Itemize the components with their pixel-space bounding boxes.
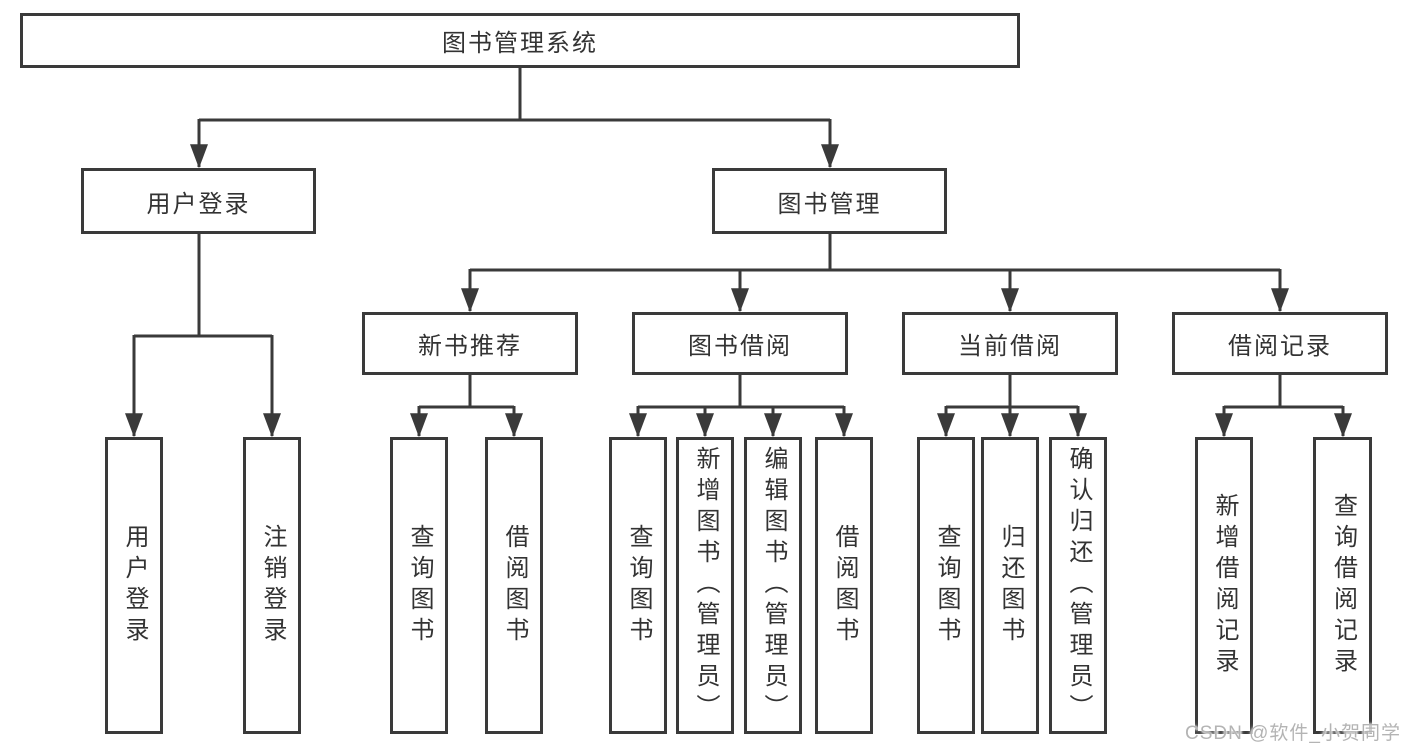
leaf-add-borrow-record-label: 新增借阅记录	[1211, 492, 1238, 679]
leaf-query-borrow-record: 查询借阅记录	[1313, 437, 1372, 734]
leaf-add-borrow-record: 新增借阅记录	[1195, 437, 1253, 734]
node-book-borrow-label: 图书借阅	[688, 333, 792, 360]
node-new-book-recommend-label: 新书推荐	[418, 333, 522, 360]
leaf-confirm-return-admin: 确认归还（管理员）	[1049, 437, 1107, 734]
node-borrow-records: 借阅记录	[1172, 312, 1388, 375]
csdn-watermark: CSDN @软件_小贺同学	[1185, 723, 1401, 744]
leaf-current-query-books-label: 查询图书	[933, 523, 960, 648]
leaf-query-borrow-record-label: 查询借阅记录	[1329, 492, 1357, 679]
node-book-management: 图书管理	[712, 168, 947, 234]
leaf-add-books-admin-label: 新增图书（管理员）	[692, 446, 719, 725]
leaf-edit-books-admin: 编辑图书（管理员）	[744, 437, 802, 734]
leaf-user-login: 用户登录	[105, 437, 163, 734]
leaf-return-books-label: 归还图书	[997, 523, 1024, 648]
leaf-borrow-books: 借阅图书	[815, 437, 873, 734]
node-current-borrow: 当前借阅	[902, 312, 1118, 375]
edges-book-mgmt-to-level3	[461, 234, 1289, 313]
leaf-logout: 注销登录	[243, 437, 301, 734]
leaf-confirm-return-admin-label: 确认归还（管理员）	[1065, 446, 1092, 725]
leaf-current-query-books: 查询图书	[917, 437, 975, 734]
node-new-book-recommend: 新书推荐	[362, 312, 578, 375]
edges-root-to-level2	[190, 68, 839, 169]
node-user-login-label: 用户登录	[146, 190, 251, 218]
leaf-borrow-books-label: 借阅图书	[831, 523, 858, 648]
edges-new-book-recommend-to-leaves	[410, 375, 523, 438]
node-root-label: 图书管理系统	[442, 30, 598, 57]
node-borrow-records-label: 借阅记录	[1228, 333, 1332, 360]
leaf-borrow-query-books-label: 查询图书	[625, 523, 652, 648]
node-book-management-label: 图书管理	[777, 190, 882, 218]
leaf-recommend-borrow-books-label: 借阅图书	[501, 523, 528, 648]
edges-user-login-to-leaves	[125, 234, 281, 438]
leaf-recommend-query-books-label: 查询图书	[406, 523, 433, 648]
node-root: 图书管理系统	[20, 13, 1020, 68]
leaf-borrow-query-books: 查询图书	[609, 437, 667, 734]
node-user-login: 用户登录	[81, 168, 316, 234]
leaf-logout-label: 注销登录	[259, 523, 286, 648]
leaf-recommend-borrow-books: 借阅图书	[485, 437, 543, 734]
node-book-borrow: 图书借阅	[632, 312, 848, 375]
node-current-borrow-label: 当前借阅	[958, 333, 1062, 360]
leaf-user-login-label: 用户登录	[121, 523, 148, 648]
leaf-return-books: 归还图书	[981, 437, 1039, 734]
leaf-edit-books-admin-label: 编辑图书（管理员）	[760, 446, 787, 725]
leaf-recommend-query-books: 查询图书	[390, 437, 448, 734]
edges-current-borrow-to-leaves	[937, 375, 1087, 438]
edges-borrow-records-to-leaves	[1215, 375, 1352, 438]
leaf-add-books-admin: 新增图书（管理员）	[676, 437, 734, 734]
edges-book-borrow-to-leaves	[629, 375, 853, 438]
